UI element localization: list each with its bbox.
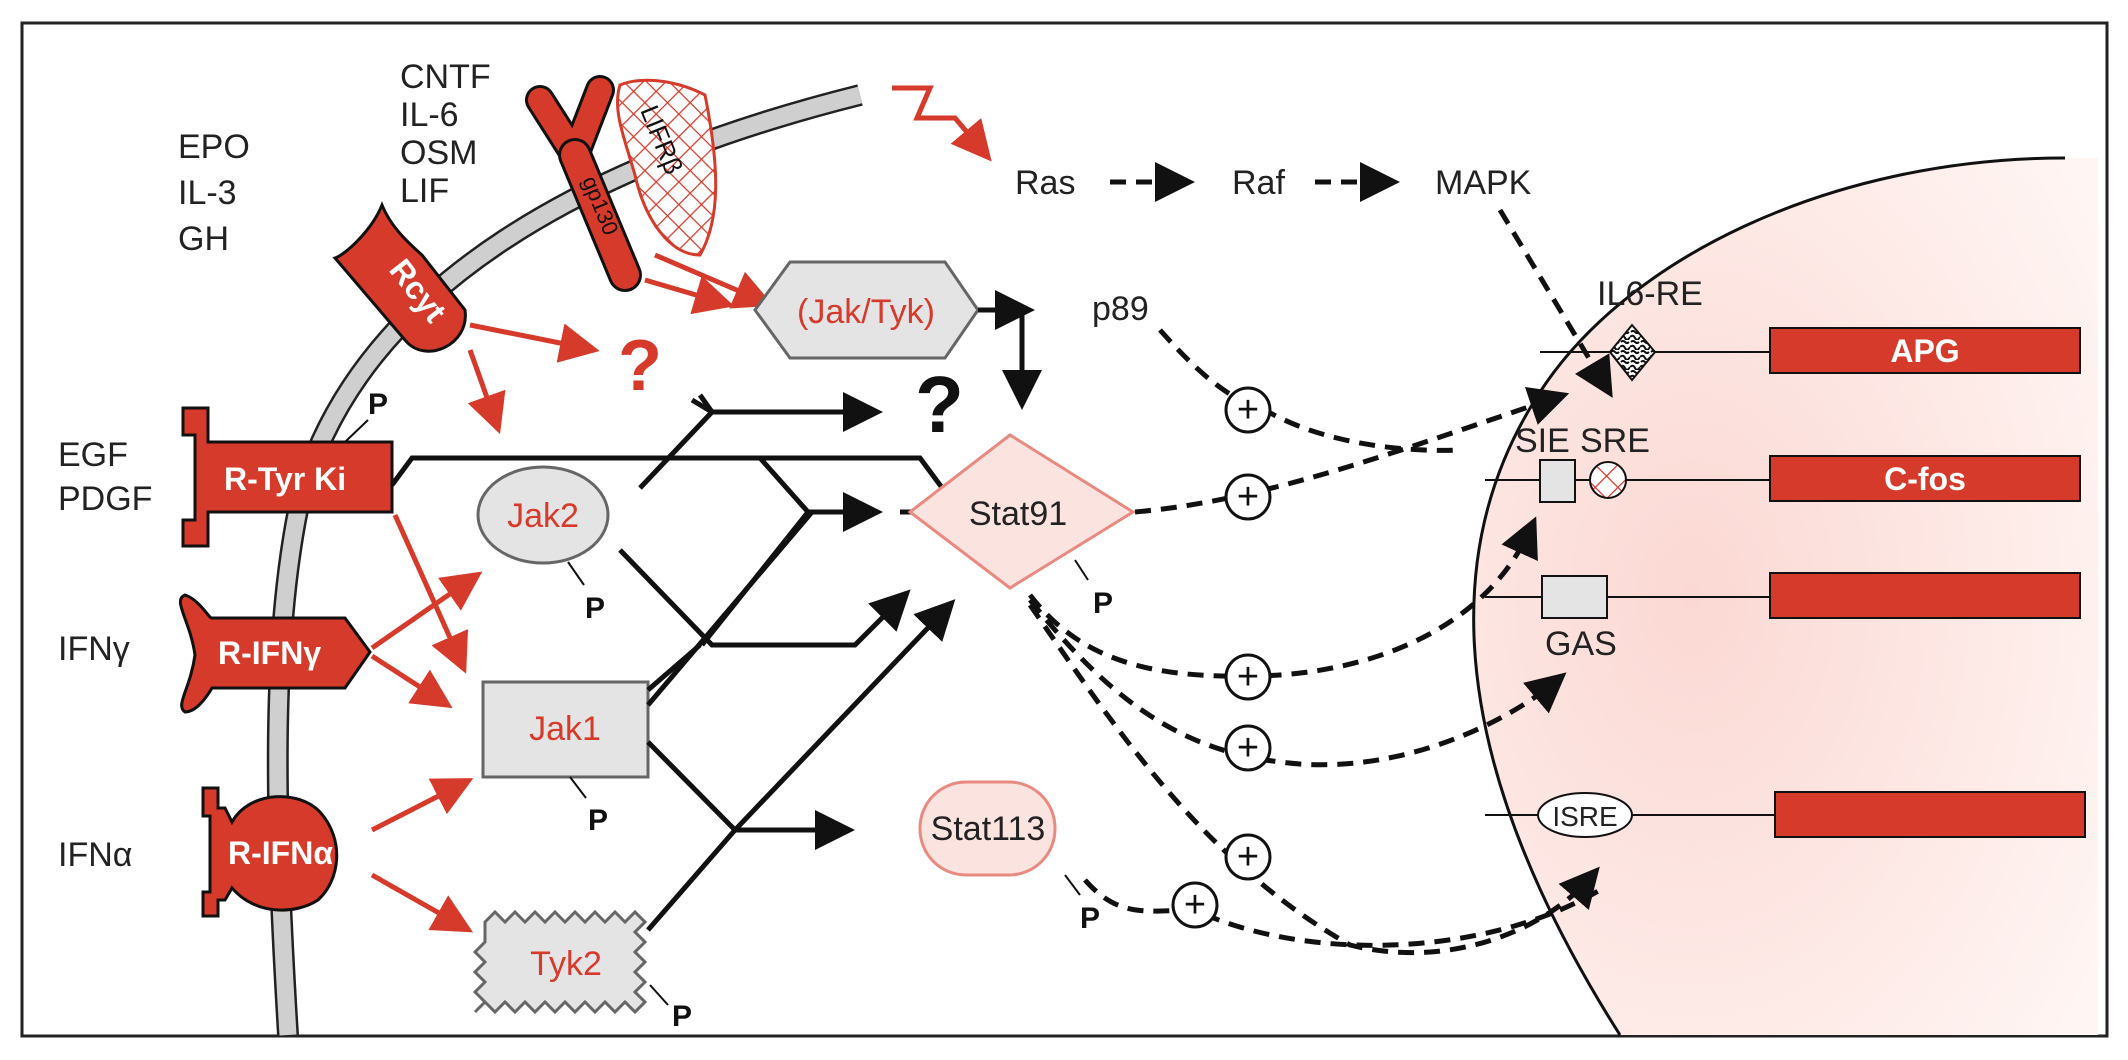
rtyr-label: R-Tyr Ki <box>224 461 346 497</box>
isre-element <box>1537 792 1633 838</box>
kinase-pathways <box>389 290 1042 932</box>
ligand-lif: LIF <box>400 172 449 210</box>
svg-text:+: + <box>1237 727 1259 769</box>
jaktyk-label: (Jak/Tyk) <box>797 293 935 331</box>
sre-element <box>1589 461 1627 499</box>
gene-row-gas: GAS <box>1485 572 2081 663</box>
sie-label: SIE <box>1515 422 1570 460</box>
stat91-label: Stat91 <box>969 495 1067 533</box>
svg-text:+: + <box>1237 656 1259 698</box>
plus-marker: + <box>1224 653 1272 701</box>
mapk-label: MAPK <box>1435 164 1532 202</box>
gas-label: GAS <box>1545 625 1617 663</box>
ligand-il6: IL-6 <box>400 96 459 134</box>
phospho-jak2: P <box>585 592 605 625</box>
ligands-group2: CNTF IL-6 OSM LIF <box>400 58 491 210</box>
rifng-receptor: R-IFNγ <box>178 593 372 714</box>
tyk2-label: Tyk2 <box>530 945 602 983</box>
plus-marker: + <box>1224 386 1272 434</box>
plus-markers: + + + + + + <box>1171 386 1272 929</box>
ligand-pdgf: PDGF <box>58 480 152 518</box>
gas-element <box>1541 575 1608 619</box>
ligand-ifng: IFNγ <box>58 630 130 668</box>
il6re-label: IL6-RE <box>1597 275 1703 313</box>
ligands-group1: EPO IL-3 GH <box>178 128 250 258</box>
unknown-mark-red: ? <box>618 326 662 406</box>
gp130-receptor: gp130 <box>525 75 642 292</box>
svg-text:+: + <box>1237 836 1259 878</box>
tyk2-node: Tyk2 P <box>472 909 692 1033</box>
ligand-gh: GH <box>178 220 229 258</box>
stat113-node: Stat113 P <box>918 780 1100 935</box>
phospho-tyk2: P <box>672 1000 692 1033</box>
svg-text:+: + <box>1237 389 1259 431</box>
activation-dashed-paths <box>1027 328 1602 956</box>
ligand-ifna: IFNα <box>58 836 132 874</box>
jak2-label: Jak2 <box>507 497 579 535</box>
gene-row-cfos: SIE SRE C-fos <box>1485 422 2081 503</box>
stat113-label: Stat113 <box>931 810 1046 848</box>
phospho-rtyr: P <box>368 388 388 421</box>
stat91-node: Stat91 P <box>907 433 1136 620</box>
sre-label: SRE <box>1580 422 1650 460</box>
svg-text:+: + <box>1237 476 1259 518</box>
rifng-label: R-IFNγ <box>218 635 321 671</box>
ligand-cntf: CNTF <box>400 58 491 96</box>
raf-label: Raf <box>1232 164 1285 202</box>
isre-label: ISRE <box>1552 801 1617 832</box>
plus-marker: + <box>1224 724 1272 772</box>
rifna-receptor: R-IFNα <box>201 786 339 918</box>
jak1-label: Jak1 <box>529 710 601 748</box>
plus-marker: + <box>1224 473 1272 521</box>
phospho-stat113: P <box>1080 902 1100 935</box>
plus-marker: + <box>1224 833 1272 881</box>
ligand-il3: IL-3 <box>178 174 237 212</box>
gene-4 <box>1774 791 2086 838</box>
gene-3 <box>1769 572 2081 619</box>
ligand-osm: OSM <box>400 134 477 172</box>
gene-row-isre: ISRE <box>1485 791 2086 838</box>
gene-cfos <box>1769 455 2081 502</box>
rifna-label: R-IFNα <box>228 835 333 871</box>
phospho-stat91: P <box>1093 587 1113 620</box>
ligand-egf: EGF <box>58 436 128 474</box>
red-activation-arrows <box>370 85 992 933</box>
ligand-epo: EPO <box>178 128 250 166</box>
unknown-mark-black: ? <box>915 360 964 449</box>
p89-label: p89 <box>1092 290 1149 328</box>
sie-element <box>1539 459 1576 503</box>
rtyr-receptor: R-Tyr Ki P <box>181 388 394 548</box>
mapk-sre-arrow <box>1497 208 1613 398</box>
svg-text:+: + <box>1184 884 1206 926</box>
gene-apg-label: APG <box>1890 333 1959 369</box>
jak2-node: Jak2 P <box>476 465 610 625</box>
plus-marker: + <box>1171 881 1219 929</box>
gene-cfos-label: C-fos <box>1884 461 1966 497</box>
jaktyk-node: (Jak/Tyk) <box>753 260 980 360</box>
jak1-node: Jak1 P <box>481 680 650 837</box>
gene-apg <box>1769 327 2081 374</box>
phospho-jak1: P <box>588 804 608 837</box>
lifr-receptor: LIFRβ <box>616 78 718 257</box>
il6re-element <box>1608 323 1657 382</box>
gene-row-apg: IL6-RE APG <box>1540 275 2081 382</box>
ras-label: Ras <box>1015 164 1075 202</box>
